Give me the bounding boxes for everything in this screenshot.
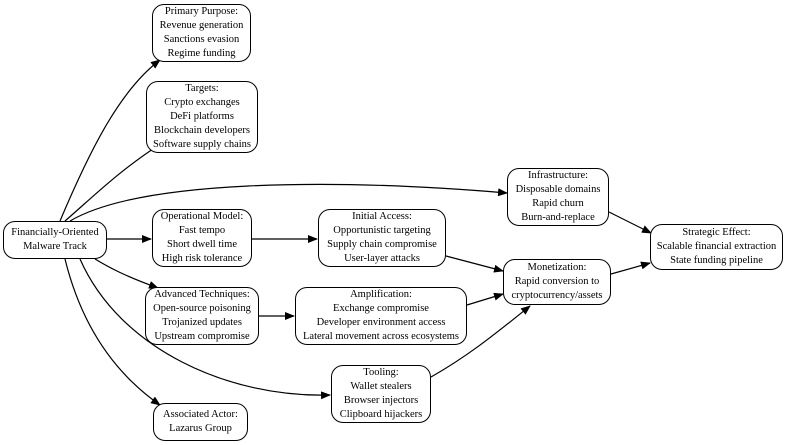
- node-advanced-techniques: Advanced Techniques: Open-source poisonin…: [145, 287, 259, 345]
- node-line: Disposable domains: [515, 184, 601, 195]
- node-line: DeFi platforms: [170, 111, 234, 122]
- node-heading: Tooling:: [363, 367, 399, 378]
- node-heading: Strategic Effect:: [682, 227, 751, 238]
- node-heading: Initial Access:: [352, 211, 412, 222]
- node-heading: Infrastructure:: [527, 170, 589, 181]
- node-heading: Targets:: [185, 83, 219, 94]
- node-line: Lazarus Group: [169, 423, 232, 434]
- node-heading: Amplification:: [350, 289, 412, 300]
- edge-root-to-actor: [64, 258, 161, 406]
- node-line: Browser injectors: [343, 395, 419, 406]
- node-heading: Associated Actor:: [163, 409, 238, 420]
- edge-monetize-to-strategic: [610, 261, 651, 275]
- node-line: Open-source poisoning: [153, 303, 251, 314]
- node-line: Blockchain developers: [154, 125, 250, 136]
- edge-access-to-monetize: [445, 255, 504, 273]
- node-line: Scalable financial extraction: [656, 241, 777, 252]
- node-heading: Financially-Oriented: [11, 227, 99, 238]
- node-line: cryptocurrency/assets: [511, 290, 603, 301]
- node-line: Burn-and-replace: [521, 212, 595, 223]
- node-line: User-layer attacks: [344, 253, 420, 264]
- node-line: Exchange compromise: [333, 303, 429, 314]
- node-line: State funding pipeline: [670, 255, 763, 266]
- node-line: Sanctions evasion: [163, 34, 240, 45]
- node-strategic-effect: Strategic Effect: Scalable financial extr…: [650, 224, 783, 270]
- node-line: Trojanized updates: [162, 317, 242, 328]
- node-heading: Advanced Techniques:: [154, 289, 250, 300]
- node-line: Wallet stealers: [350, 381, 412, 392]
- node-line: Software supply chains: [153, 139, 251, 150]
- node-line: Lateral movement across ecosystems: [303, 331, 459, 342]
- node-line: Upstream compromise: [154, 331, 250, 342]
- node-line: Rapid conversion to: [514, 276, 600, 287]
- node-line: Revenue generation: [159, 20, 244, 31]
- node-heading: Monetization:: [527, 262, 587, 273]
- node-line: Crypto exchanges: [164, 97, 240, 108]
- node-associated-actor: Associated Actor: Lazarus Group: [153, 403, 248, 441]
- node-line: Rapid churn: [532, 198, 584, 209]
- node-heading: Operational Model:: [160, 211, 244, 222]
- node-line: Regime funding: [167, 48, 236, 59]
- node-line: Opportunistic targeting: [333, 225, 431, 236]
- node-line: Malware Track: [23, 241, 87, 252]
- node-line: Short dwell time: [167, 239, 237, 250]
- node-line: Supply chain compromise: [327, 239, 437, 250]
- edge-root-to-advanced: [94, 258, 159, 289]
- edge-amplify-to-monetize: [466, 292, 504, 306]
- edge-root-to-purpose: [59, 59, 161, 222]
- node-heading: Primary Purpose:: [164, 6, 239, 17]
- node-line: Fast tempo: [178, 225, 226, 236]
- node-line: Clipboard hijackers: [339, 409, 423, 420]
- node-line: High risk tolerance: [161, 253, 243, 264]
- edge-tooling-to-monetize: [430, 305, 531, 378]
- edge-infra-to-strategic: [608, 211, 652, 234]
- node-monetization: Monetization: Rapid conversion to cryptocu…: [503, 259, 611, 305]
- edge-root-to-tooling: [79, 258, 331, 400]
- edge-root-to-targets: [64, 142, 163, 222]
- node-line: Developer environment access: [316, 317, 446, 328]
- edge-root-to-infra: [69, 183, 508, 222]
